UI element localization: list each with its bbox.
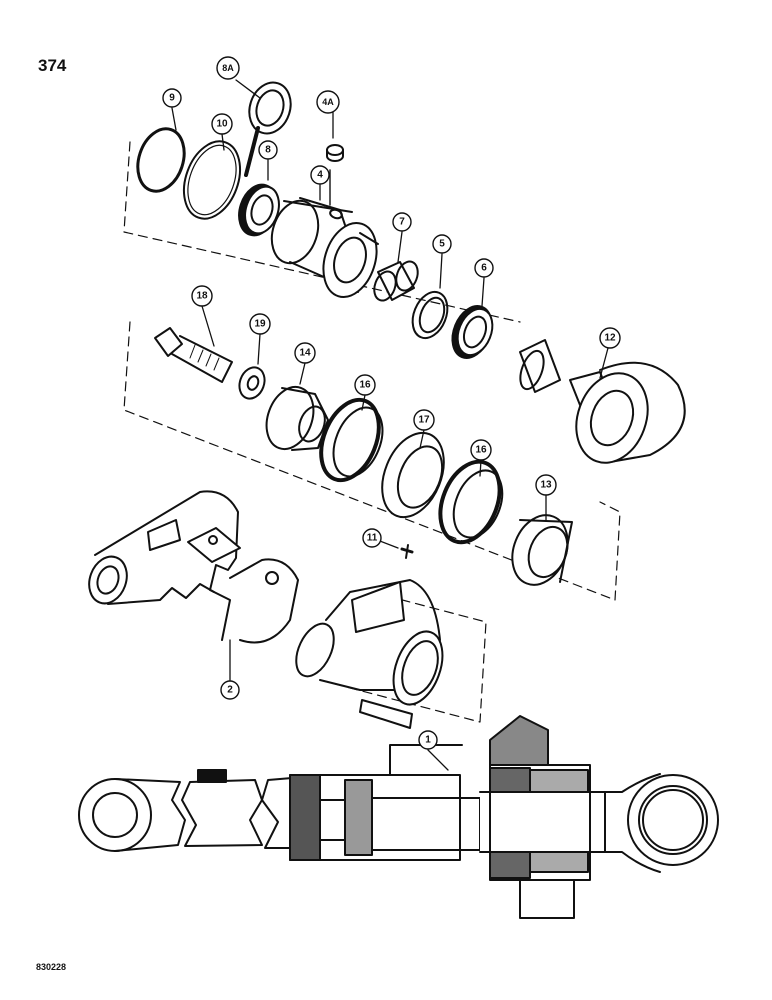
- callout-2-circle: [220, 680, 240, 700]
- callout-4a-circle: [316, 90, 340, 114]
- callout-13: 13: [540, 480, 552, 491]
- callout-2: 2: [227, 685, 233, 696]
- part-17-piston: [381, 431, 445, 519]
- callout-17-circle: [413, 409, 435, 431]
- part-8-rod-seal: [238, 183, 280, 237]
- callout-4: 4: [317, 170, 323, 181]
- part-10-backup-ring: [182, 140, 242, 220]
- callout-9: 9: [169, 93, 175, 104]
- part-4-cylinder-head: [270, 169, 379, 298]
- part-16-piston-ring-a: [319, 397, 384, 483]
- callout-6-circle: [474, 258, 494, 278]
- part-2-cylinder-barrel: [88, 490, 444, 729]
- callout-4-circle: [310, 165, 330, 185]
- callout-7-circle: [392, 212, 412, 232]
- callout-16-a: 16: [359, 380, 371, 391]
- callout-11: 11: [367, 533, 378, 544]
- callout-17: 17: [418, 415, 430, 426]
- callout-1-circle: [418, 730, 438, 750]
- callout-8-circle: [258, 140, 278, 160]
- callout-16-b: 16: [475, 445, 487, 456]
- callout-14: 14: [299, 348, 311, 359]
- part-14-spacer: [265, 386, 329, 451]
- callout-1: 1: [425, 735, 431, 746]
- callout-16a-circle: [354, 374, 376, 396]
- part-19-washer: [238, 366, 266, 400]
- callout-circles: [162, 56, 621, 750]
- part-13-nut: [511, 514, 573, 586]
- callout-13-circle: [535, 474, 557, 496]
- callout-12: 12: [604, 333, 616, 344]
- figure-code: 830228: [36, 962, 67, 972]
- callout-16b-circle: [470, 439, 492, 461]
- callout-labels: 9 8A 10 8 4A 4 7 5 6 18 19 14 16 17 16 1…: [169, 63, 616, 746]
- part-6-seal: [451, 305, 494, 359]
- part-4a-plug: [326, 144, 344, 162]
- callout-19: 19: [254, 319, 266, 330]
- part-18-bolt: [154, 327, 233, 383]
- callout-19-circle: [249, 313, 271, 335]
- callout-11-circle: [362, 528, 382, 548]
- callout-10: 10: [216, 119, 228, 130]
- callout-4a: 4A: [322, 97, 334, 107]
- callout-leaders: [171, 79, 609, 771]
- dashed-group-outlines: [123, 141, 621, 723]
- callout-14-circle: [294, 342, 316, 364]
- callout-8a: 8A: [222, 63, 234, 73]
- page-number: 374: [38, 56, 67, 75]
- part-5-ring: [411, 290, 449, 340]
- callout-5-circle: [432, 234, 452, 254]
- callout-12-circle: [599, 327, 621, 349]
- part-7-bushing: [373, 260, 419, 302]
- callout-10-circle: [211, 113, 233, 135]
- callout-8: 8: [265, 145, 271, 156]
- callout-9-circle: [162, 88, 182, 108]
- part-9-o-ring: [136, 127, 186, 193]
- part-12-rod-eye: [519, 339, 686, 464]
- callout-6: 6: [481, 263, 487, 274]
- callout-8a-circle: [216, 56, 240, 80]
- part-1-assembled-cylinder: [78, 715, 719, 919]
- callout-7: 7: [399, 217, 405, 228]
- part-11-screw: [400, 544, 414, 559]
- part-16-piston-ring-b: [438, 459, 504, 545]
- callout-5: 5: [439, 239, 445, 250]
- part-8a-wiper-ring: [244, 81, 292, 177]
- callout-18: 18: [196, 291, 208, 302]
- callout-18-circle: [191, 285, 213, 307]
